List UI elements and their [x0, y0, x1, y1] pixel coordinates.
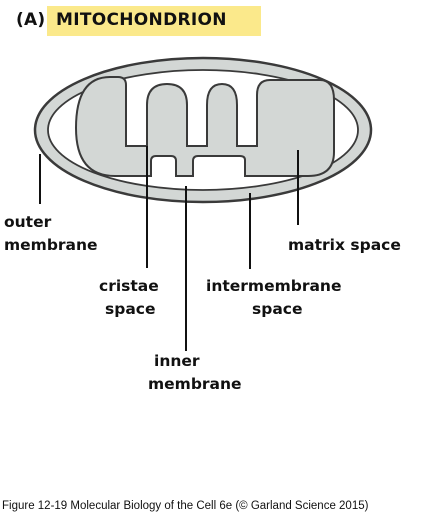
- label-intermembrane-space: intermembrane space: [206, 277, 342, 318]
- label-inner-membrane: inner membrane: [148, 352, 242, 393]
- diagram-title: MITOCHONDRION: [56, 10, 227, 30]
- label-matrix-space: matrix space: [288, 236, 401, 254]
- label-cristae-space: cristae space: [99, 277, 159, 318]
- panel-label: (A): [16, 10, 46, 30]
- inner-membrane: [74, 76, 335, 177]
- title-highlight: [47, 6, 261, 36]
- figure-caption: Figure 12-19 Molecular Biology of the Ce…: [2, 500, 369, 512]
- label-outer-membrane: outer membrane: [4, 213, 98, 254]
